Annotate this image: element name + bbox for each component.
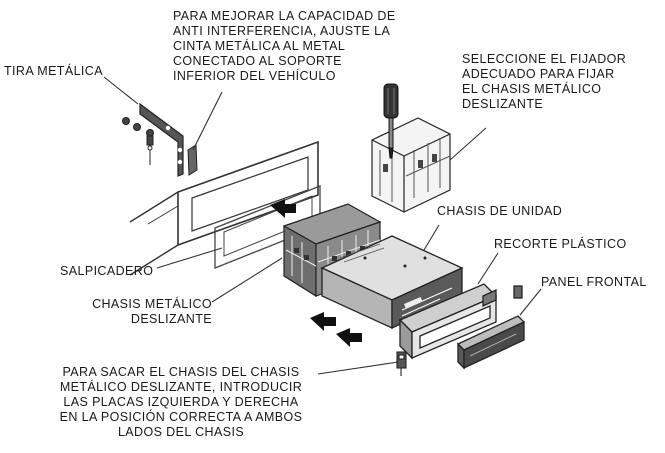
label-salpicadero: SALPICADERO: [60, 264, 154, 278]
label-line: DESLIZANTE: [130, 312, 212, 326]
label-line: CONECTADO AL SOPORTE: [173, 54, 342, 68]
label-line: EN LA POSICIÓN CORRECTA A AMBOS: [59, 410, 303, 424]
metal-strip: [139, 102, 198, 177]
fixing-tab-inset: [371, 117, 451, 213]
label-chasis-de-unidad: CHASIS DE UNIDAD: [437, 204, 563, 218]
label-line: CHASIS METÁLICO: [92, 297, 212, 311]
leader-lines: [103, 76, 542, 375]
label-seleccione-fijador: SELECCIONE EL FIJADOR ADECUADO PARA FIJA…: [462, 52, 626, 112]
screwdriver-icon: [383, 83, 399, 159]
label-line: PARA MEJORAR LA CAPACIDAD DE: [173, 9, 396, 23]
label-chasis-metalico-deslizante: CHASIS METÁLICO DESLIZANTE: [72, 297, 212, 327]
label-line: CINTA METÁLICA AL METAL: [173, 39, 346, 53]
label-line: ADECUADO PARA FIJAR: [462, 67, 615, 81]
label-recorte-plastico: RECORTE PLÁSTICO: [494, 237, 627, 251]
label-line: PARA SACAR EL CHASIS DEL CHASIS: [62, 365, 300, 379]
label-line: LADOS DEL CHASIS: [117, 425, 245, 439]
label-tira-metalica: TIRA METÁLICA: [4, 64, 103, 78]
label-line: SELECCIONE EL FIJADOR: [462, 52, 627, 66]
insert-arrows: [270, 199, 362, 347]
label-anti-interferencia: PARA MEJORAR LA CAPACIDAD DE ANTI INTERF…: [173, 9, 396, 84]
front-panel: [456, 285, 526, 370]
label-line: ANTI INTERFERENCIA, AJUSTE LA: [173, 24, 391, 38]
head-unit-chassis: [320, 235, 464, 330]
label-line: INFERIOR DEL VEHÍCULO: [173, 69, 336, 83]
label-line: DESLIZANTE: [462, 97, 544, 111]
label-panel-frontal: PANEL FRONTAL: [541, 275, 647, 289]
dashboard-panel: [129, 140, 319, 276]
plastic-trim-ring: [398, 283, 498, 360]
removal-key: [396, 351, 407, 376]
label-line: METÁLICO DESLIZANTE, INTRODUCIR: [59, 380, 303, 394]
label-para-sacar-chasis: PARA SACAR EL CHASIS DEL CHASIS METÁLICO…: [36, 365, 326, 440]
label-line: LAS PLACAS IZQUIERDA Y DERECHA: [63, 395, 299, 409]
screws: [122, 117, 154, 165]
label-line: EL CHASIS METÁLICO: [462, 82, 602, 96]
